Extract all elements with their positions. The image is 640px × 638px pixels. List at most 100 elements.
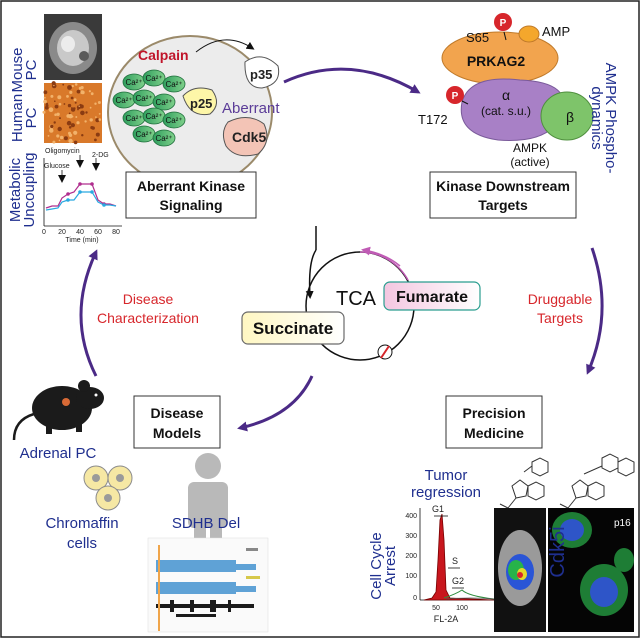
kinase-downstream-title-1: Kinase Downstream bbox=[436, 178, 570, 194]
fl2a-label: FL-2A bbox=[434, 614, 459, 624]
glucose-label: Glucose bbox=[44, 163, 70, 170]
t172-phosphate-icon bbox=[446, 86, 464, 104]
calcium-ion-label: Ca²⁺ bbox=[125, 78, 142, 87]
aberrant-kinase-box-rect bbox=[125, 171, 257, 219]
histology-cell bbox=[43, 90, 48, 95]
amp-label: AMP bbox=[542, 24, 570, 39]
aberrant-kinase-title-2: Signaling bbox=[160, 197, 223, 213]
tumor-imaging-image bbox=[494, 508, 546, 632]
histology-cell bbox=[59, 135, 64, 140]
precision-medicine-title-2: Medicine bbox=[464, 425, 524, 441]
histology-cell bbox=[76, 121, 80, 125]
arrow-top bbox=[283, 67, 421, 94]
histology-cell bbox=[69, 90, 73, 94]
metabolic-label-1: Metabolic bbox=[7, 157, 24, 222]
calcium-ion bbox=[152, 129, 176, 147]
tumor-regression-label-1: Tumor bbox=[425, 467, 468, 484]
g1-label: G1 bbox=[432, 504, 444, 514]
druggable-label-2: Targets bbox=[537, 310, 583, 326]
calcium-ion-label: Ca²⁺ bbox=[135, 94, 152, 103]
histology-cell bbox=[59, 117, 61, 120]
calcium-ion-label: Ca²⁺ bbox=[145, 74, 162, 83]
druggable-label-1: Druggable bbox=[528, 291, 593, 307]
chromaffin-label-2: cells bbox=[67, 535, 97, 552]
characterization-panel: Mouse PC Human PC Metabolic Uncoupling O… bbox=[7, 14, 122, 244]
s65-p-label: P bbox=[500, 18, 507, 29]
histology-cell bbox=[63, 136, 68, 141]
p35-shape bbox=[244, 56, 280, 89]
aberrant-kinase-title-1: Aberrant Kinase bbox=[137, 178, 245, 194]
arrow-left bbox=[79, 249, 98, 377]
histology-cell bbox=[66, 95, 69, 98]
hist-ytick-200: 200 bbox=[405, 553, 417, 560]
histology-cell bbox=[81, 134, 84, 137]
sdhb-del-label: SDHB Del bbox=[172, 515, 240, 532]
histology-cell bbox=[94, 138, 97, 142]
hist-ytick-400: 400 bbox=[405, 513, 417, 520]
amp-shape bbox=[518, 25, 540, 43]
histology-cell bbox=[58, 139, 61, 142]
mouse-pc-label-2: PC bbox=[23, 59, 40, 80]
cell-cycle-label-1: Cell Cycle bbox=[368, 532, 385, 600]
metabolic-label-2: Uncoupling bbox=[21, 152, 38, 227]
hist-xtick-100: 100 bbox=[456, 605, 468, 612]
histology-cell bbox=[77, 108, 79, 111]
histology-cell bbox=[58, 102, 62, 106]
time-tick-80: 80 bbox=[112, 229, 120, 236]
s65-phosphate-icon bbox=[494, 13, 512, 31]
human-pc-label-2: PC bbox=[23, 107, 40, 128]
histology-cell bbox=[56, 112, 60, 117]
time-axis-label: Time (min) bbox=[65, 237, 98, 244]
calcium-ion bbox=[162, 111, 186, 129]
metabolic-plot: Oligomycin Glucose 2-DG 0 20 40 60 80 Ti… bbox=[42, 148, 122, 244]
human-histology-image bbox=[42, 81, 102, 145]
time-tick-60: 60 bbox=[94, 229, 102, 236]
p25-shape bbox=[182, 87, 217, 116]
arrow-bottom bbox=[237, 375, 314, 432]
adrenal-pc-label: Adrenal PC bbox=[20, 445, 97, 462]
mouse-pc-label-1: Mouse bbox=[9, 47, 26, 92]
calcium-ion-label: Ca²⁺ bbox=[115, 96, 132, 105]
histology-cell bbox=[68, 112, 71, 115]
disease-models-title-1: Disease bbox=[151, 405, 204, 421]
histology-cell bbox=[74, 101, 77, 104]
disease-models-box: Disease Models bbox=[133, 395, 221, 449]
inhibitor-structure-2 bbox=[559, 453, 635, 509]
histology-cell bbox=[51, 81, 56, 86]
histology-cell bbox=[94, 102, 97, 105]
succinate-label: Succinate bbox=[253, 319, 333, 338]
histology-cell bbox=[98, 113, 101, 115]
histology-cell bbox=[70, 96, 74, 100]
p25-label: p25 bbox=[190, 96, 212, 111]
histology-cell bbox=[52, 140, 56, 144]
calcium-ion bbox=[152, 93, 176, 111]
cell-cycle-histogram: 400 300 200 100 0 G1 S G2 50 100 FL-2A bbox=[405, 504, 495, 624]
two-dg-label: 2-DG bbox=[92, 152, 109, 159]
histology-cell bbox=[76, 89, 81, 94]
histology-cell bbox=[63, 103, 66, 105]
alpha-label: α bbox=[502, 87, 510, 103]
ampk-panel: AMP PRKAG2 α (cat. s.u.) β S65 P P T172 … bbox=[418, 13, 619, 173]
calcium-ion bbox=[142, 69, 166, 87]
hist-xtick-50: 50 bbox=[432, 605, 440, 612]
s-label: S bbox=[452, 556, 458, 566]
histology-cell bbox=[66, 120, 72, 126]
succinate-box bbox=[241, 311, 345, 345]
histology-cell bbox=[44, 105, 49, 110]
histology-cell bbox=[47, 135, 50, 137]
mouse-mri-image bbox=[44, 14, 102, 80]
histology-cell bbox=[54, 100, 56, 102]
human-silhouette-icon bbox=[188, 453, 228, 550]
histology-cell bbox=[57, 95, 62, 100]
histology-cell bbox=[80, 110, 85, 116]
calcium-ion-label: Ca²⁺ bbox=[155, 134, 172, 143]
g2-label: G2 bbox=[452, 576, 464, 586]
histology-cell bbox=[89, 118, 93, 122]
kinase-downstream-box: Kinase Downstream Targets bbox=[429, 171, 577, 219]
disease-char-label-1: Disease bbox=[123, 291, 174, 307]
calcium-ion-label: Ca²⁺ bbox=[145, 112, 162, 121]
t172-label: T172 bbox=[418, 112, 448, 127]
histology-cell bbox=[67, 85, 72, 90]
chromaffin-cells-image bbox=[83, 465, 133, 511]
cdk5-label: Cdk5 bbox=[232, 129, 266, 145]
